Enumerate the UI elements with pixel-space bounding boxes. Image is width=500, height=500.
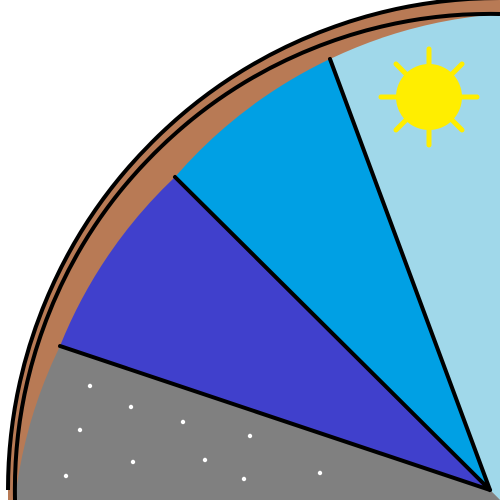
- star-icon: [63, 473, 69, 479]
- star-icon: [247, 433, 253, 439]
- star-icon: [202, 457, 208, 463]
- divider-dusk-night: [58, 344, 492, 492]
- star-icon: [180, 419, 186, 425]
- divider-morning-dusk: [173, 175, 492, 492]
- night-segment: [15, 346, 500, 500]
- dial-inner-outline: [12, 11, 500, 500]
- star-icon: [130, 459, 136, 465]
- stars-group: [63, 383, 323, 482]
- divider-day-morning: [328, 57, 492, 492]
- day-segment: [330, 14, 500, 500]
- star-icon: [87, 383, 93, 389]
- dusk-segment: [60, 177, 490, 490]
- star-icon: [317, 470, 323, 476]
- star-icon: [128, 404, 134, 410]
- star-icon: [77, 427, 83, 433]
- dial-rim-outline: [6, 0, 500, 491]
- sun-icon: [378, 46, 480, 148]
- morning-segment: [175, 59, 490, 490]
- star-icon: [241, 476, 247, 482]
